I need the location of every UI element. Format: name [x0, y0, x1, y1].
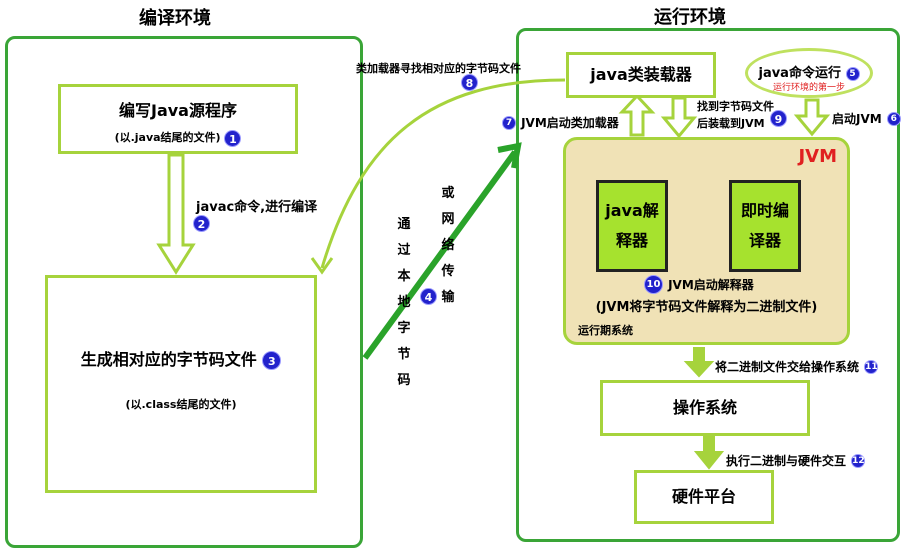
jvm-title: JVM [798, 146, 837, 167]
found-bytecode-line1: 找到字节码文件 [697, 100, 774, 113]
java-interpreter-label: java解释器 [605, 201, 659, 250]
transfer-char: 码 [397, 373, 411, 388]
to-os-row: 将二进制文件交给操作系统 11 [715, 356, 879, 375]
transfer-arrowhead [497, 142, 522, 169]
transfer-char: 地 [397, 295, 411, 310]
bytecode-subtitle: (以.class结尾的文件) [125, 398, 237, 411]
os-title: 操作系统 [672, 398, 737, 417]
badge-7: 7 [502, 115, 516, 130]
start-interp-label: JVM启动解释器 [668, 278, 754, 292]
javac-arrow [156, 153, 196, 275]
os-box: 操作系统 [600, 380, 810, 436]
java-interpreter-box: java解释器 [596, 180, 668, 272]
java-cmd-title: java命令运行 [758, 66, 841, 81]
transfer-network-text: 或 网 络 传 输 [440, 181, 456, 311]
compile-env-title: 编译环境 [139, 8, 211, 29]
write-source-box: 编写Java源程序 (以.java结尾的文件) 1 [58, 84, 298, 154]
write-source-subtitle-text: (以.java结尾的文件) [114, 131, 221, 144]
write-source-title: 编写Java源程序 [119, 101, 237, 120]
loader-to-bytecode-arrowhead [310, 257, 334, 275]
exec-hw-row: 执行二进制与硬件交互 12 [726, 450, 866, 469]
hardware-title: 硬件平台 [671, 487, 736, 506]
transfer-local-text: 通 过 本 地 字 节 码 [396, 212, 412, 394]
java-cmd-row: java命令运行 5 [748, 62, 870, 81]
badge-5: 5 [845, 66, 860, 81]
jvm-start-loader-label: JVM启动类加载器 [521, 116, 619, 130]
to-os-label: 将二进制文件交给操作系统 [715, 360, 860, 374]
jvm-start-loader-row: 7 JVM启动类加载器 [502, 112, 619, 131]
bytecode-title: 生成相对应的字节码文件 [80, 350, 257, 369]
badge-12: 12 [851, 453, 866, 468]
badge-4: 4 [420, 288, 437, 305]
badge-10: 10 [644, 275, 663, 294]
transfer-char: 传 [441, 264, 455, 279]
java-cmd-oval: java命令运行 5 运行环境的第一步 [745, 48, 873, 98]
transfer-char: 过 [397, 243, 411, 258]
os-to-hw-arrow [693, 435, 725, 470]
runtime-system-label: 运行期系统 [578, 324, 633, 337]
write-source-subtitle: (以.java结尾的文件) 1 [61, 129, 295, 147]
found-bytecode-label: 找到字节码文件 后装载到JVM [697, 98, 774, 132]
transfer-char: 本 [397, 269, 411, 284]
transfer-char: 或 [441, 186, 455, 201]
hardware-box: 硬件平台 [634, 470, 774, 524]
jit-compiler-box: 即时编译器 [729, 180, 801, 272]
jvm-to-loader-arrow [618, 93, 656, 137]
class-loader-box: java类装载器 [566, 52, 716, 98]
bytecode-title-row: 生成相对应的字节码文件 3 [48, 346, 314, 370]
transfer-char: 节 [397, 347, 411, 362]
transfer-char: 络 [441, 238, 455, 253]
start-interp-row: 10 JVM启动解释器 [644, 274, 754, 294]
start-jvm-row: 启动JVM 6 [832, 108, 901, 127]
badge-2: 2 [193, 215, 210, 232]
interp-desc: (JVM将字节码文件解释为二进制文件) [595, 300, 818, 315]
transfer-arrow [362, 150, 518, 360]
transfer-char: 通 [397, 217, 411, 232]
transfer-char: 输 [441, 290, 455, 305]
runtime-env-title: 运行环境 [654, 7, 726, 28]
badge-11: 11 [864, 359, 879, 374]
compile-env-panel [5, 36, 363, 548]
loader-to-jvm-arrow [660, 96, 698, 139]
exec-hw-label: 执行二进制与硬件交互 [726, 454, 847, 468]
java-cmd-note: 运行环境的第一步 [772, 83, 845, 93]
badge-9: 9 [770, 110, 787, 127]
start-jvm-label: 启动JVM [832, 112, 882, 126]
badge-8: 8 [461, 74, 478, 91]
jvm-to-os-arrow [683, 347, 715, 378]
javac-label: javac命令,进行编译 [196, 200, 318, 215]
badge-3: 3 [262, 351, 282, 370]
transfer-char: 网 [441, 212, 455, 227]
jit-compiler-label: 即时编译器 [740, 201, 789, 250]
found-bytecode-line2: 后装载到JVM [697, 117, 765, 130]
badge-6: 6 [886, 111, 901, 126]
runtime-env-panel [516, 28, 900, 542]
cmd-to-jvm-arrow [793, 98, 831, 137]
transfer-char: 字 [397, 321, 411, 336]
badge-1: 1 [224, 129, 242, 147]
jvm-box: JVM java解释器 即时编译器 10 JVM启动解释器 (JVM将字节码文件… [563, 137, 850, 345]
loader-to-bytecode-curve [320, 78, 566, 269]
bytecode-box: 生成相对应的字节码文件 3 (以.class结尾的文件) [45, 275, 317, 493]
loader-find-label: 类加载器寻找相对应的字节码文件 [356, 62, 521, 75]
class-loader-title: java类装载器 [590, 65, 692, 84]
